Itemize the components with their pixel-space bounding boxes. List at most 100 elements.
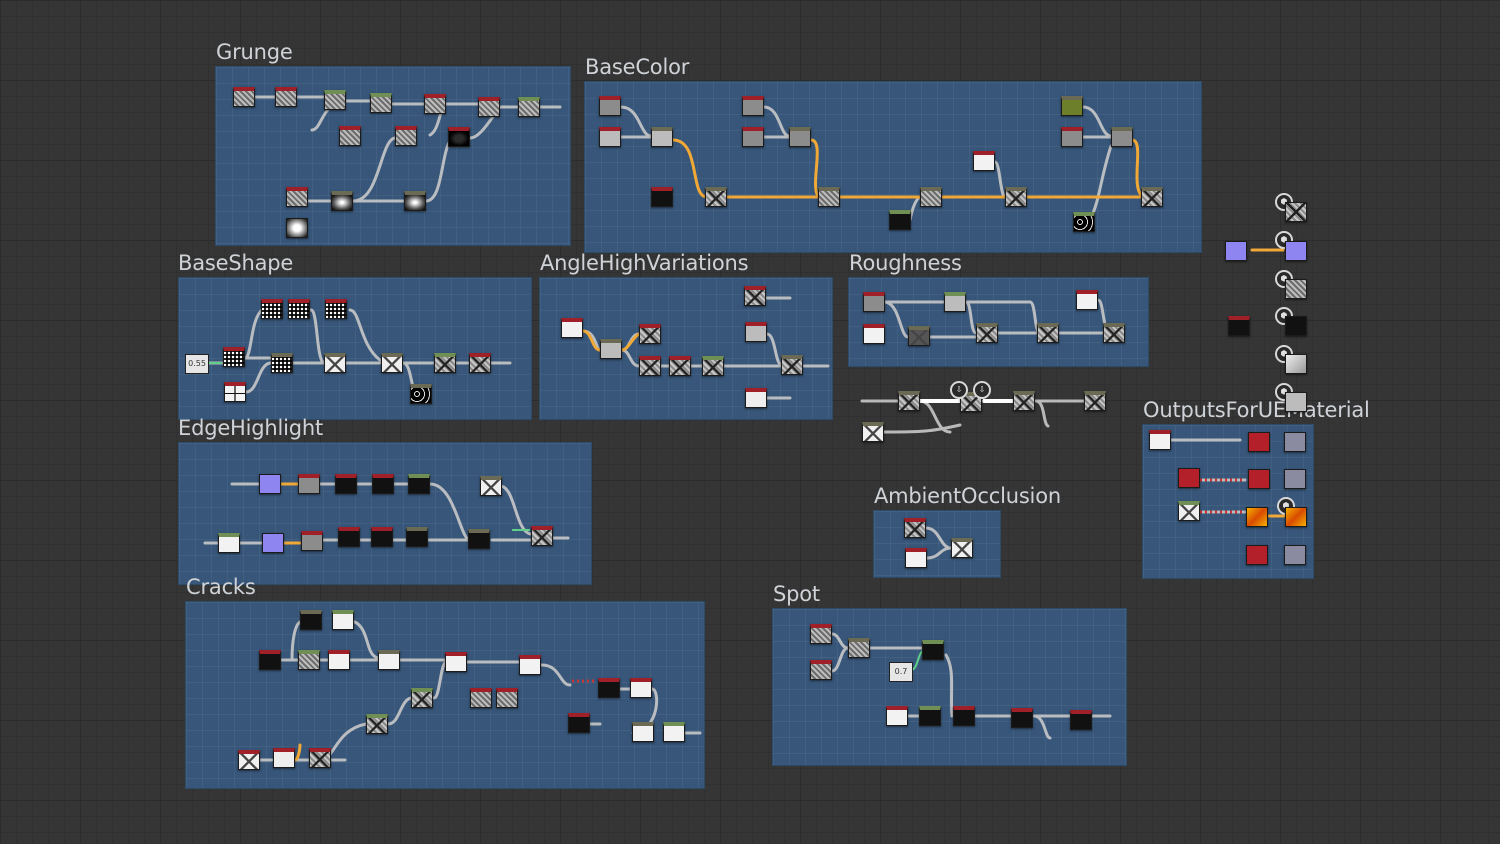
node[interactable] xyxy=(224,382,246,402)
node[interactable] xyxy=(1285,202,1307,222)
node[interactable] xyxy=(339,126,361,146)
node[interactable] xyxy=(480,476,502,496)
node[interactable] xyxy=(599,127,621,147)
node[interactable] xyxy=(1284,545,1306,565)
node[interactable] xyxy=(309,748,331,768)
node[interactable] xyxy=(905,548,927,568)
node[interactable] xyxy=(810,660,832,680)
node[interactable] xyxy=(259,650,281,670)
node[interactable] xyxy=(286,187,308,207)
node[interactable] xyxy=(863,292,885,312)
node[interactable] xyxy=(889,210,911,230)
node[interactable] xyxy=(338,527,360,547)
node[interactable] xyxy=(922,640,944,660)
node[interactable] xyxy=(371,527,393,547)
node[interactable] xyxy=(919,706,941,726)
node[interactable] xyxy=(1285,392,1307,412)
node[interactable] xyxy=(639,324,661,344)
node[interactable] xyxy=(531,526,553,546)
node[interactable] xyxy=(434,353,456,373)
node[interactable] xyxy=(1005,187,1027,207)
node[interactable] xyxy=(1246,507,1268,527)
node[interactable] xyxy=(1178,468,1200,488)
frame-ambientocclusion[interactable] xyxy=(873,510,1001,578)
node[interactable] xyxy=(1285,316,1307,336)
node[interactable] xyxy=(406,527,428,547)
node[interactable] xyxy=(781,355,803,375)
node[interactable] xyxy=(223,347,245,367)
node[interactable] xyxy=(744,286,766,306)
node[interactable] xyxy=(1061,96,1083,116)
node[interactable] xyxy=(1111,127,1133,147)
node[interactable] xyxy=(920,187,942,207)
export-icon[interactable]: ⇩ xyxy=(950,381,968,399)
node[interactable] xyxy=(951,538,973,558)
node[interactable] xyxy=(218,533,240,553)
node[interactable] xyxy=(1149,430,1171,450)
node[interactable] xyxy=(445,652,467,672)
node[interactable] xyxy=(1284,469,1306,489)
frame-cracks[interactable] xyxy=(185,601,705,789)
node[interactable] xyxy=(669,356,691,376)
node[interactable] xyxy=(742,96,764,116)
node[interactable] xyxy=(275,87,297,107)
node[interactable] xyxy=(742,127,764,147)
node[interactable] xyxy=(1013,391,1035,411)
node[interactable] xyxy=(370,93,392,113)
node[interactable] xyxy=(301,531,323,551)
frame-anglehighvariations[interactable] xyxy=(539,277,833,420)
node[interactable] xyxy=(818,187,840,207)
node[interactable] xyxy=(1248,432,1270,452)
node[interactable] xyxy=(238,750,260,770)
node[interactable] xyxy=(1061,127,1083,147)
node[interactable] xyxy=(863,324,885,344)
node[interactable] xyxy=(324,90,346,110)
node[interactable] xyxy=(478,97,500,117)
node[interactable] xyxy=(468,529,490,549)
node[interactable] xyxy=(448,127,470,147)
node[interactable] xyxy=(944,292,966,312)
frame-grunge[interactable] xyxy=(215,66,571,246)
node[interactable] xyxy=(561,318,583,338)
node[interactable] xyxy=(286,218,308,238)
node[interactable] xyxy=(663,722,685,742)
node[interactable] xyxy=(1285,241,1307,261)
node[interactable] xyxy=(651,187,673,207)
node[interactable] xyxy=(1073,212,1095,232)
node[interactable] xyxy=(233,87,255,107)
node[interactable] xyxy=(298,474,320,494)
node[interactable] xyxy=(1011,708,1033,728)
node[interactable] xyxy=(332,610,354,630)
node[interactable] xyxy=(1178,501,1200,521)
node[interactable] xyxy=(424,94,446,114)
node[interactable] xyxy=(630,678,652,698)
node[interactable] xyxy=(789,127,811,147)
frame-edgehighlight[interactable] xyxy=(178,442,592,585)
node[interactable] xyxy=(1076,290,1098,310)
node[interactable] xyxy=(702,356,724,376)
node[interactable] xyxy=(886,706,908,726)
node[interactable] xyxy=(810,624,832,644)
node[interactable] xyxy=(288,299,310,319)
node[interactable] xyxy=(1084,391,1106,411)
node[interactable] xyxy=(848,638,870,658)
node[interactable] xyxy=(273,748,295,768)
node[interactable] xyxy=(1141,187,1163,207)
node[interactable] xyxy=(298,650,320,670)
node[interactable] xyxy=(904,518,926,538)
node[interactable] xyxy=(331,191,353,211)
node[interactable] xyxy=(325,299,347,319)
node[interactable] xyxy=(378,650,400,670)
node[interactable] xyxy=(404,191,426,211)
node[interactable] xyxy=(1246,545,1268,565)
node[interactable] xyxy=(262,533,284,553)
node[interactable] xyxy=(1284,432,1306,452)
node[interactable] xyxy=(1070,710,1092,730)
node[interactable] xyxy=(705,187,727,207)
node[interactable] xyxy=(898,391,920,411)
node[interactable] xyxy=(1037,323,1059,343)
value-node[interactable]: 0.55 xyxy=(185,354,209,374)
frame-roughness[interactable] xyxy=(848,277,1149,367)
node[interactable] xyxy=(335,474,357,494)
node[interactable] xyxy=(395,126,417,146)
